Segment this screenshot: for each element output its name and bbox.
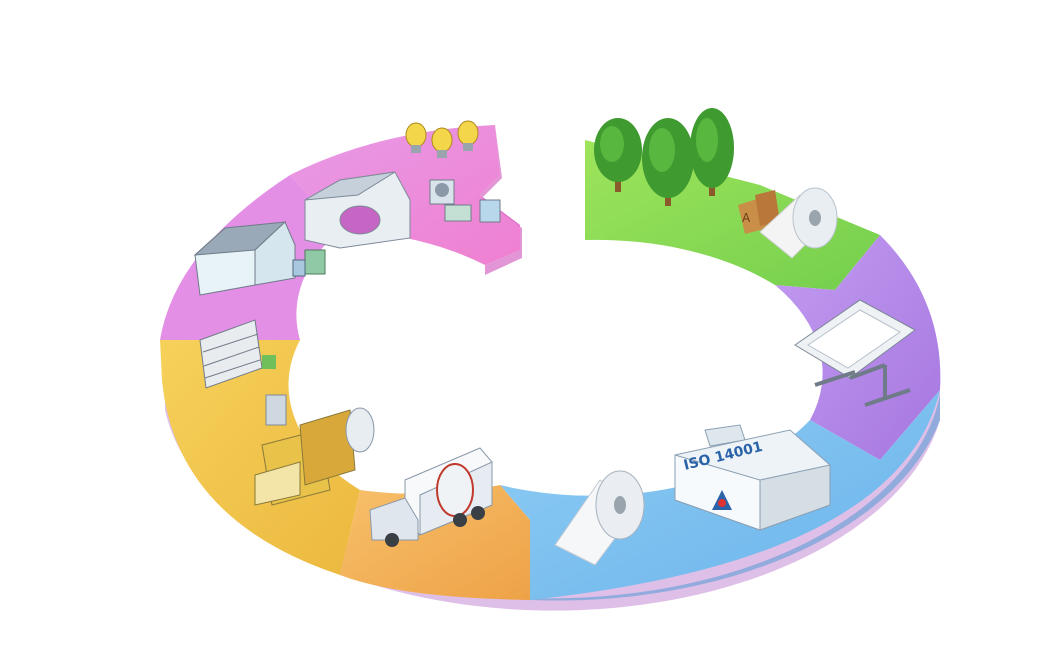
trees-icon — [594, 108, 734, 206]
houses-and-bins-icon — [193, 221, 326, 296]
paper-machine-icon — [254, 394, 375, 506]
storage-rack-icon — [199, 319, 276, 389]
paper-bags-icon: A — [738, 190, 780, 234]
drafting-table-icon — [794, 299, 916, 407]
delivery-truck-icon — [369, 447, 493, 547]
equipment-icon — [429, 179, 501, 223]
lightbulbs-icon — [405, 120, 479, 158]
printed-roll-icon — [554, 470, 645, 566]
paper-roll-icon — [759, 187, 838, 259]
plant-building-icon — [304, 171, 411, 249]
segment-converting — [160, 340, 360, 575]
bag-label: A — [742, 211, 751, 225]
factory-icon: ISO 14001 — [674, 424, 831, 531]
